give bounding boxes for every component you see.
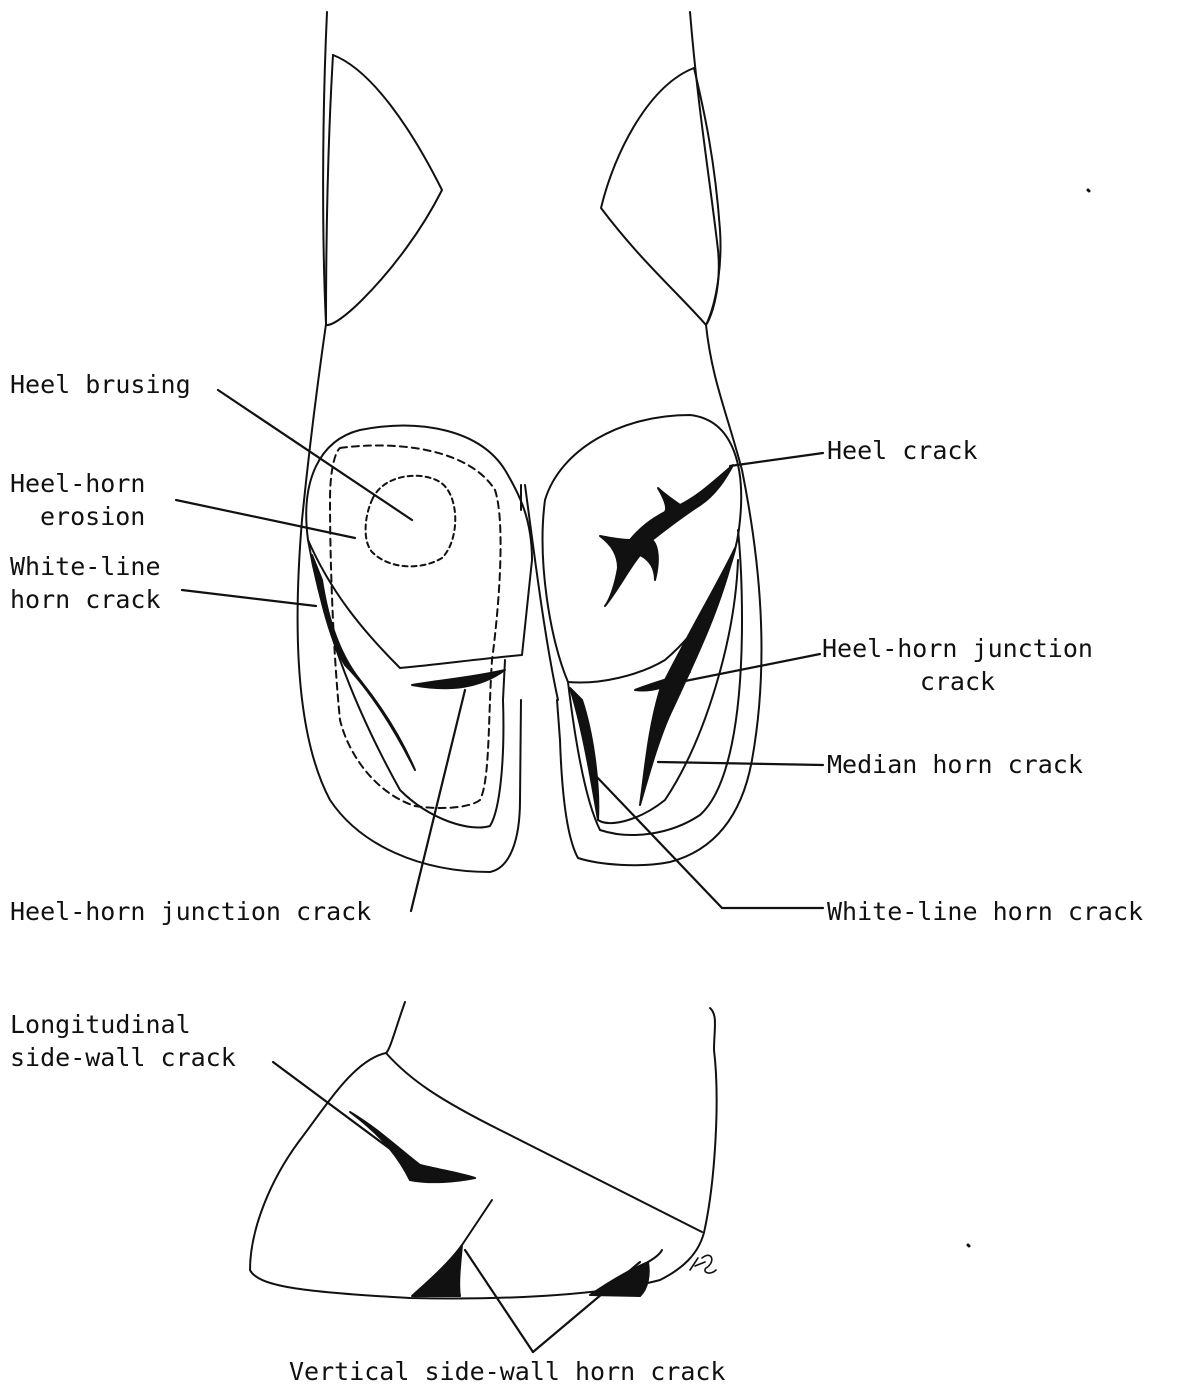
leader-white-line-horn-crack-left — [182, 590, 316, 606]
label-heel-crack: Heel crack — [827, 434, 978, 467]
leader-vertical-side-wall-right — [533, 1262, 640, 1352]
label-heel-horn-junction-crack-bottom: Heel-horn junction crack — [10, 895, 371, 928]
label-white-line-horn-crack-right: White-line horn crack — [827, 895, 1143, 928]
leader-median-horn-crack — [658, 762, 823, 765]
dew-claws — [326, 55, 720, 325]
label-heel-horn-erosion: Heel-horn erosion — [10, 467, 145, 533]
left-claw — [306, 426, 532, 828]
label-vertical-side-wall-horn-crack: Vertical side-wall horn crack — [289, 1355, 726, 1388]
leader-heel-crack — [730, 453, 823, 466]
leader-heel-horn-erosion — [176, 500, 355, 538]
label-white-line-horn-crack-left: White-line horn crack — [10, 550, 161, 616]
label-median-horn-crack: Median horn crack — [827, 748, 1083, 781]
side-view-hoof — [250, 1002, 717, 1298]
label-heel-horn-junction-crack-right: Heel-horn junction crack — [822, 632, 1093, 698]
leg-outline — [298, 12, 762, 872]
leader-heel-horn-junction-crack-bottom — [411, 690, 465, 911]
leader-longitudinal-side-wall-crack — [273, 1062, 405, 1160]
label-heel-brusing: Heel brusing — [10, 368, 191, 401]
right-claw — [525, 415, 742, 835]
label-longitudinal-side-wall-crack: Longitudinal side-wall crack — [10, 1008, 236, 1074]
leader-vertical-side-wall-left — [465, 1250, 533, 1352]
